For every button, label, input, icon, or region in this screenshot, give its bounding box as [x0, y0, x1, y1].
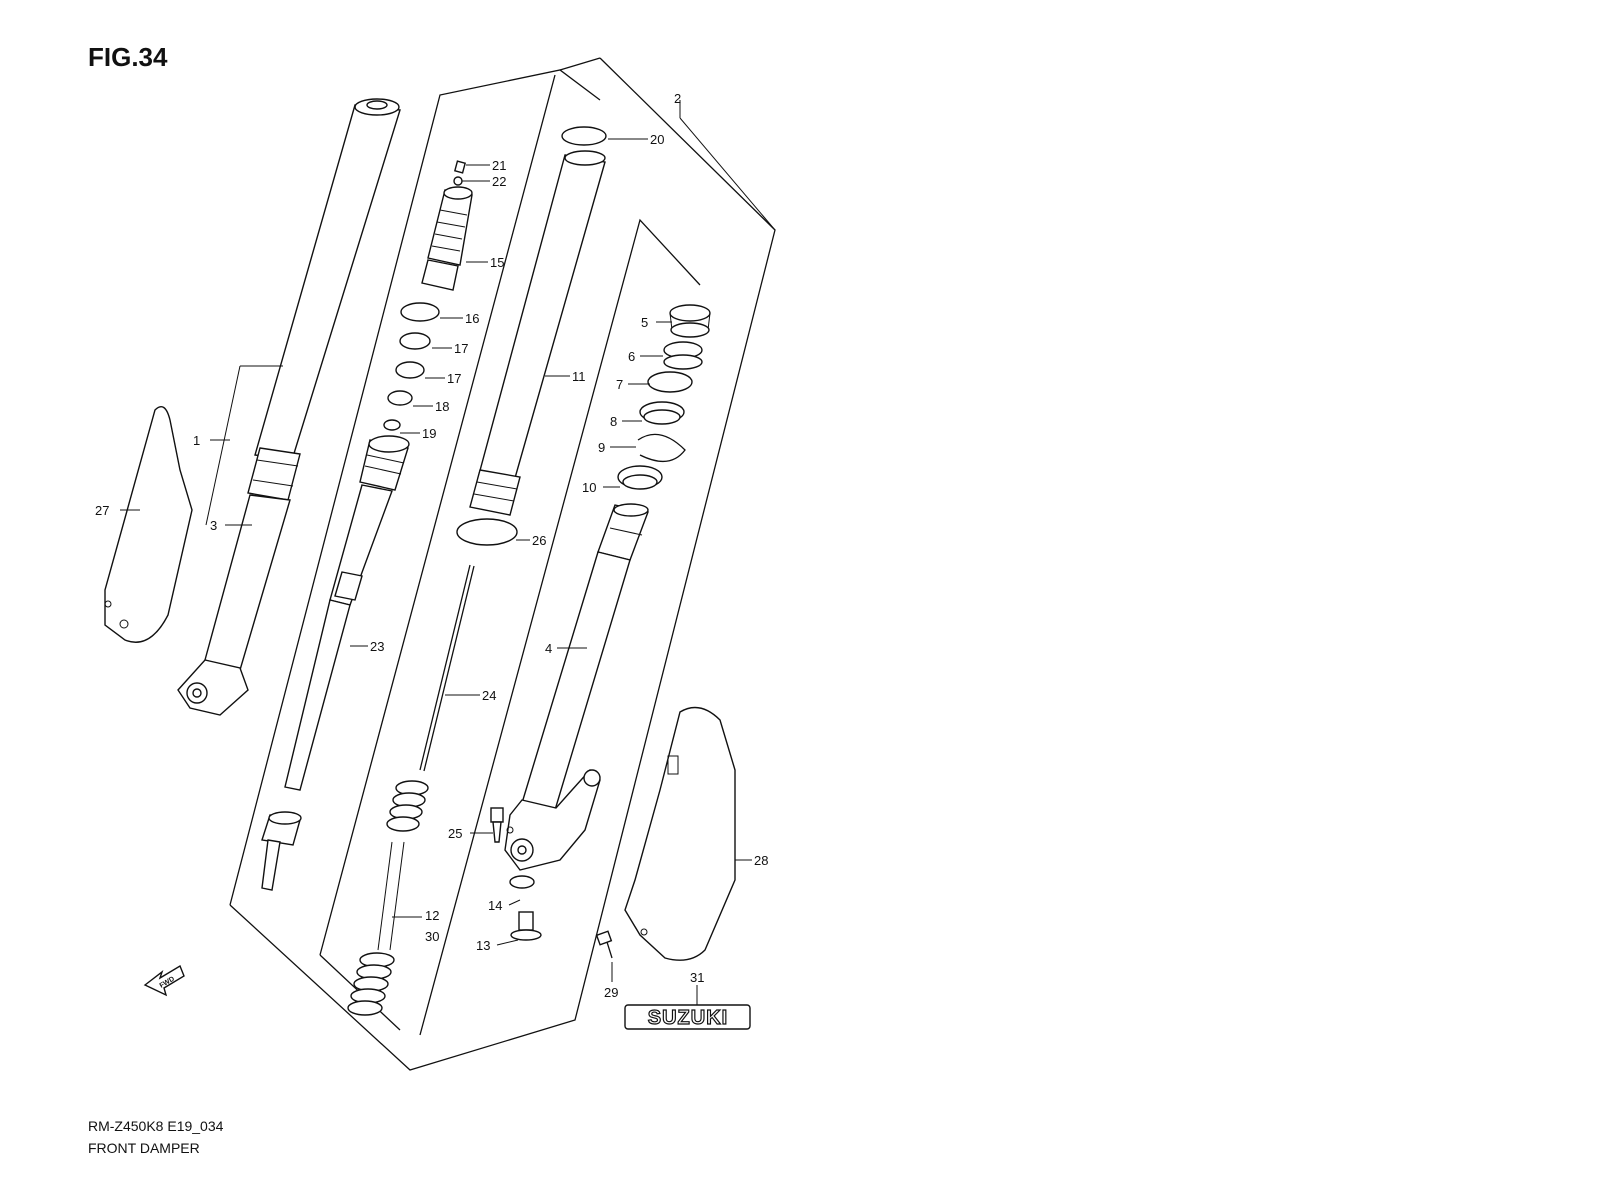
- callout-6: 6: [628, 349, 635, 364]
- leader-lines: [120, 100, 776, 1005]
- fork-guard-right: [624, 706, 736, 961]
- callout-19: 19: [422, 426, 436, 441]
- callout-4: 4: [545, 641, 552, 656]
- model-code: RM-Z450K8 E19_034: [88, 1118, 224, 1134]
- seal-rings-tube: [617, 304, 711, 490]
- callout-20: 20: [650, 132, 664, 147]
- callout-21: 21: [492, 158, 506, 173]
- spring-lower: [347, 841, 405, 1016]
- callout-28: 28: [754, 853, 768, 868]
- drain-plug: [510, 911, 542, 941]
- decal-text: SUZUKI: [648, 1007, 728, 1029]
- callout-7: 7: [616, 377, 623, 392]
- callout-9: 9: [598, 440, 605, 455]
- callout-27: 27: [95, 503, 109, 518]
- callout-22: 22: [492, 174, 506, 189]
- callout-16: 16: [465, 311, 479, 326]
- seal-group-frame: [419, 218, 701, 1036]
- callout-14: 14: [488, 898, 502, 913]
- fwd-arrow-icon: FWD: [143, 964, 185, 997]
- diagram-name: FRONT DAMPER: [88, 1140, 200, 1156]
- callout-26: 26: [532, 533, 546, 548]
- callout-17b: 17: [447, 371, 461, 386]
- callout-8: 8: [610, 414, 617, 429]
- callout-18: 18: [435, 399, 449, 414]
- outer-tube-center: [456, 126, 607, 546]
- callout-17a: 17: [454, 341, 468, 356]
- seal-rings-cartridge: [383, 302, 440, 431]
- damper-cartridge: [261, 435, 410, 891]
- callout-11: 11: [572, 369, 586, 384]
- callout-23: 23: [370, 639, 384, 654]
- spring-rod: [419, 564, 475, 772]
- o-ring-14: [509, 875, 535, 889]
- callout-13: 13: [476, 938, 490, 953]
- callout-1: 1: [193, 433, 200, 448]
- suzuki-decal: SUZUKI: [624, 1004, 751, 1030]
- callout-2: 2: [674, 91, 681, 106]
- assembly-frame-outline: [229, 57, 776, 1071]
- callout-30: 30: [425, 929, 439, 944]
- fork-guard-left: [104, 406, 193, 643]
- guard-bolt: [595, 930, 613, 959]
- inner-tube-right: [504, 503, 649, 871]
- callout-12: 12: [425, 908, 439, 923]
- spring-upper: [386, 780, 429, 832]
- callout-31: 31: [690, 970, 704, 985]
- cap-assembly: [421, 160, 473, 291]
- axle-bolt: [490, 807, 504, 843]
- figure-title: FIG.34: [88, 42, 168, 72]
- callout-labels: 1 2 3 4 5 6 7 8 9 10 11 12 30 13 14 15 1…: [95, 91, 768, 1000]
- callout-3: 3: [210, 518, 217, 533]
- callout-25: 25: [448, 826, 462, 841]
- callout-15: 15: [490, 255, 504, 270]
- outer-tube-left: [177, 98, 401, 716]
- callout-5: 5: [641, 315, 648, 330]
- callout-10: 10: [582, 480, 596, 495]
- callout-29: 29: [604, 985, 618, 1000]
- callout-24: 24: [482, 688, 496, 703]
